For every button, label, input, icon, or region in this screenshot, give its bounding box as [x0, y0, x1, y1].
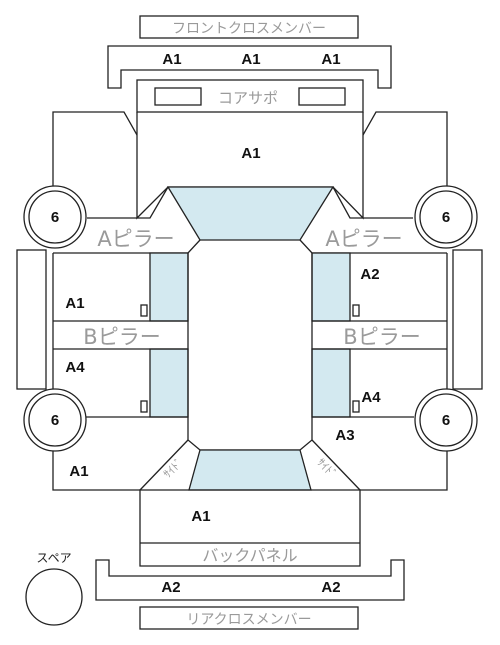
rear-window: [188, 449, 312, 491]
left-front-window: [149, 252, 189, 322]
right-quarter-panel: [360, 451, 448, 491]
rear-cross-member-box: [139, 606, 359, 630]
left-b-pillar-label: Bピラー: [83, 325, 160, 349]
left-headlight: [154, 87, 202, 106]
rear-right-tire-grade: 6: [442, 412, 450, 429]
hood-grade: A1: [241, 145, 260, 162]
left-front-door-grade: A1: [65, 295, 84, 312]
right-a-pillar-top: [332, 186, 413, 219]
left-rear-window: [149, 348, 189, 418]
front-right-tire-inner: [419, 190, 473, 244]
spare-label: スペア: [36, 551, 71, 565]
rear-member-right-grade: A2: [321, 579, 340, 596]
right-front-fender: [362, 111, 448, 198]
front-member-left-grade: A1: [162, 51, 181, 68]
right-front-window: [311, 252, 351, 322]
right-front-door-handle: [352, 304, 360, 317]
front-member-right-grade: A1: [321, 51, 340, 68]
right-side-sill: [452, 249, 483, 390]
front-cross-member-box: [139, 15, 359, 39]
front-left-tire-grade: 6: [51, 209, 59, 226]
front-right-tire-grade: 6: [442, 209, 450, 226]
left-quarter-grade: A1: [69, 463, 88, 480]
left-rear-door-handle: [140, 400, 148, 413]
left-a-pillar-top: [87, 186, 169, 219]
left-a-pillar-label: Aピラー: [97, 227, 174, 251]
front-cross-member-label: フロントクロスメンバー: [172, 21, 326, 37]
rear-right-tire-inner: [419, 393, 473, 447]
right-quarter-grade: A3: [335, 427, 354, 444]
right-rear-door-handle: [352, 400, 360, 413]
right-rear-door-grade: A4: [361, 389, 381, 406]
rear-member-bracket: [95, 559, 405, 601]
rear-member-left-grade: A2: [161, 579, 180, 596]
right-headlight: [298, 87, 346, 106]
right-b-pillar-lines: [312, 320, 447, 350]
trunk-grade: A1: [191, 508, 210, 525]
right-b-pillar-label: Bピラー: [343, 325, 420, 349]
left-c-pillar-label: ｻｲﾄﾞ: [161, 456, 186, 481]
right-rear-window: [311, 348, 351, 418]
left-side-sill: [16, 249, 47, 390]
front-member-center-grade: A1: [241, 51, 260, 68]
right-c-pillar-outer: [311, 439, 361, 491]
right-c-pillar-label: ｻｲﾄﾞ: [314, 456, 339, 481]
left-front-door-handle: [140, 304, 148, 317]
back-panel-label: バックパネル: [202, 546, 297, 565]
trunk-panel: [139, 489, 361, 567]
spare-tire: [25, 568, 83, 626]
core-support-label: コアサポ: [218, 89, 278, 107]
windshield: [166, 186, 335, 241]
rear-left-tire-inner: [28, 393, 82, 447]
right-front-door-grade: A2: [360, 266, 379, 283]
left-b-pillar-lines: [53, 320, 188, 350]
front-member-bracket: [107, 45, 392, 89]
left-rear-door-grade: A4: [65, 359, 85, 376]
left-quarter-panel: [52, 451, 140, 491]
front-left-tire-inner: [28, 190, 82, 244]
rear-cross-member-label: リアクロスメンバー: [186, 612, 311, 628]
rear-left-tire-grade: 6: [51, 412, 59, 429]
left-c-pillar-outer: [139, 439, 189, 491]
roof-panel: [187, 253, 313, 451]
right-a-pillar-label: Aピラー: [325, 227, 402, 251]
left-front-fender: [52, 111, 138, 198]
